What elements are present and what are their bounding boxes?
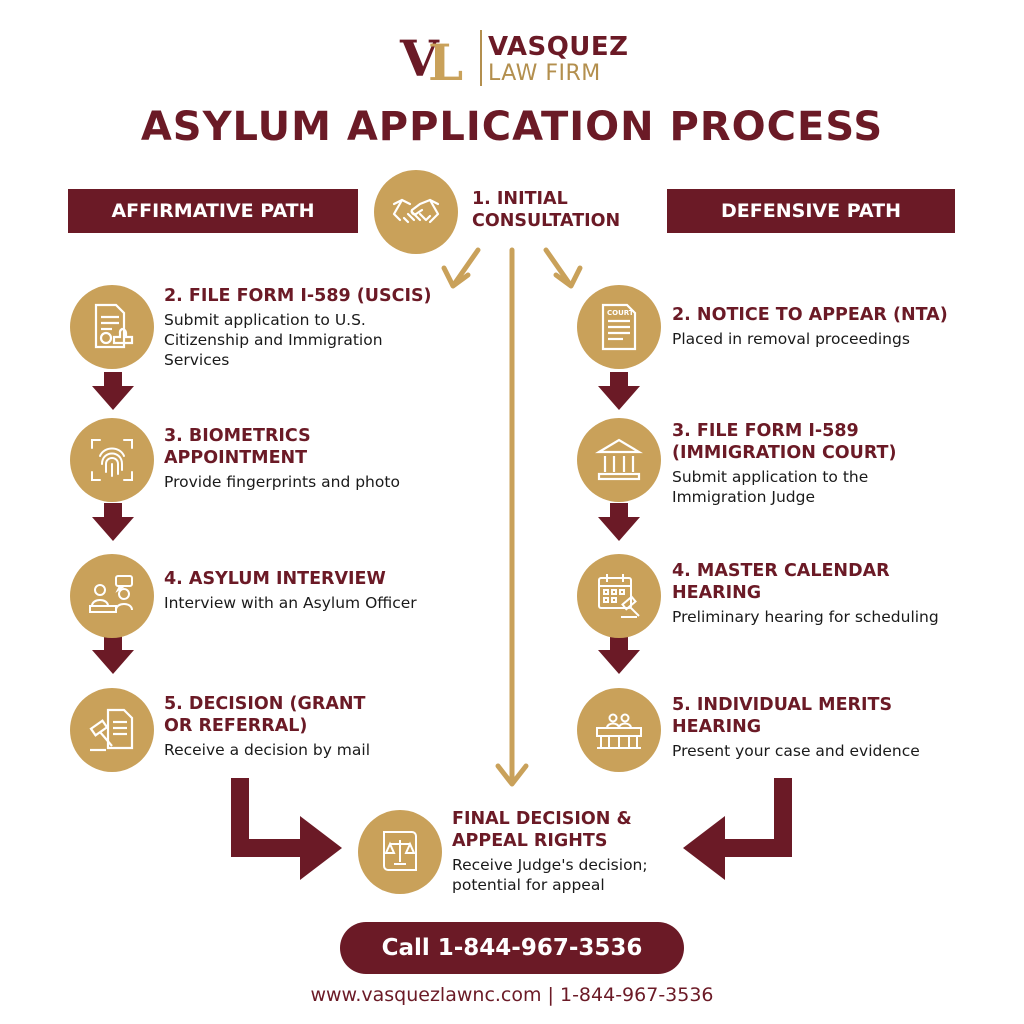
step-description: Interview with an Asylum Officer: [164, 594, 417, 612]
step-title: 4. ASYLUM INTERVIEW: [164, 569, 386, 589]
gavel-document-icon: [89, 708, 134, 752]
affirmative-step-3: 4. ASYLUM INTERVIEW Interview with an As…: [164, 568, 444, 613]
affirmative-step-3-circle: [70, 554, 154, 638]
step-title: FINAL DECISION & APPEAL RIGHTS: [452, 809, 632, 851]
defensive-step-1-circle: COURT: [577, 285, 661, 369]
step-description: Present your case and evidence: [672, 742, 920, 760]
interview-icon: [89, 575, 133, 613]
defensive-step-3: 4. MASTER CALENDAR HEARING Preliminary h…: [672, 560, 992, 627]
bent-arrow-left: [231, 778, 305, 857]
affirmative-step-1: 2. FILE FORM I-589 (USCIS) Submit applic…: [164, 285, 454, 370]
down-arrow-right-1: [598, 372, 640, 410]
footer-contact[interactable]: www.vasquezlawnc.com | 1-844-967-3536: [310, 984, 714, 1006]
step-title: 3. BIOMETRICS APPOINTMENT: [164, 426, 311, 468]
step-title: 5. INDIVIDUAL MERITS HEARING: [672, 695, 893, 737]
court-label: COURT: [607, 309, 634, 317]
down-arrow-right-2: [598, 503, 640, 541]
final-decision: FINAL DECISION & APPEAL RIGHTS Receive J…: [452, 808, 672, 895]
arrow-to-affirmative: [452, 247, 481, 286]
step-description: Preliminary hearing for scheduling: [672, 608, 939, 626]
initial-consultation-circle: [374, 170, 458, 254]
down-arrow-left-2: [92, 503, 134, 541]
courtroom-icon: [596, 713, 642, 749]
initial-consultation-title: 1. INITIAL CONSULTATION: [472, 188, 672, 232]
step-description: Receive Judge's decision; potential for …: [452, 856, 648, 894]
defensive-step-1: 2. NOTICE TO APPEAR (NTA) Placed in remo…: [672, 304, 972, 349]
affirmative-step-4: 5. DECISION (GRANT OR REFERRAL) Receive …: [164, 693, 444, 760]
svg-text:L: L: [428, 33, 463, 86]
defensive-step-3-circle: [577, 554, 661, 638]
step-title: 5. DECISION (GRANT OR REFERRAL): [164, 694, 366, 736]
firm-logo-icon: V L: [399, 30, 463, 86]
defensive-step-2-circle: [577, 418, 661, 502]
step-description: Provide fingerprints and photo: [164, 473, 400, 491]
scales-document-icon: [383, 831, 417, 871]
affirmative-step-4-circle: [70, 688, 154, 772]
defensive-step-2: 3. FILE FORM I-589 (IMMIGRATION COURT) S…: [672, 420, 972, 507]
defensive-step-4-circle: [577, 688, 661, 772]
down-arrow-right-3: [598, 636, 640, 674]
document-stamp-icon: [94, 303, 134, 349]
logo-divider: [480, 30, 482, 86]
firm-name: VASQUEZ: [488, 32, 629, 62]
bent-arrow-right: [720, 778, 792, 857]
courthouse-icon: [595, 438, 643, 481]
step-title: 2. NOTICE TO APPEAR (NTA): [672, 305, 948, 325]
step-description: Submit application to the Immigration Ju…: [672, 468, 869, 506]
step-description: Receive a decision by mail: [164, 741, 371, 759]
firm-subtitle: LAW FIRM: [488, 61, 601, 86]
affirmative-step-1-circle: [70, 285, 154, 369]
affirmative-step-2-circle: [70, 418, 154, 502]
step-description: Placed in removal proceedings: [672, 330, 910, 348]
defensive-path-banner: DEFENSIVE PATH: [667, 189, 955, 233]
affirmative-path-banner: AFFIRMATIVE PATH: [68, 189, 358, 233]
page-title: ASYLUM APPLICATION PROCESS: [140, 104, 884, 150]
arrow-to-defensive: [543, 247, 572, 286]
step-title: 4. MASTER CALENDAR HEARING: [672, 561, 890, 603]
initial-title-line2: CONSULTATION: [472, 211, 621, 231]
handshake-icon: [392, 198, 440, 224]
step-title: 2. FILE FORM I-589 (USCIS): [164, 286, 432, 306]
fingerprint-icon: [91, 439, 133, 481]
final-decision-circle: [358, 810, 442, 894]
svg-text:V: V: [399, 30, 440, 86]
defensive-step-4: 5. INDIVIDUAL MERITS HEARING Present you…: [672, 694, 972, 761]
initial-title-line1: 1. INITIAL: [472, 189, 568, 209]
step-description: Submit application to U.S. Citizenship a…: [164, 311, 383, 369]
calendar-gavel-icon: [598, 574, 640, 618]
down-arrow-left-3: [92, 636, 134, 674]
down-arrow-left-1: [92, 372, 134, 410]
court-notice-icon: COURT: [601, 303, 637, 351]
step-title: 3. FILE FORM I-589 (IMMIGRATION COURT): [672, 421, 897, 463]
call-button[interactable]: Call 1-844-967-3536: [340, 922, 684, 974]
affirmative-step-2: 3. BIOMETRICS APPOINTMENT Provide finger…: [164, 425, 444, 492]
